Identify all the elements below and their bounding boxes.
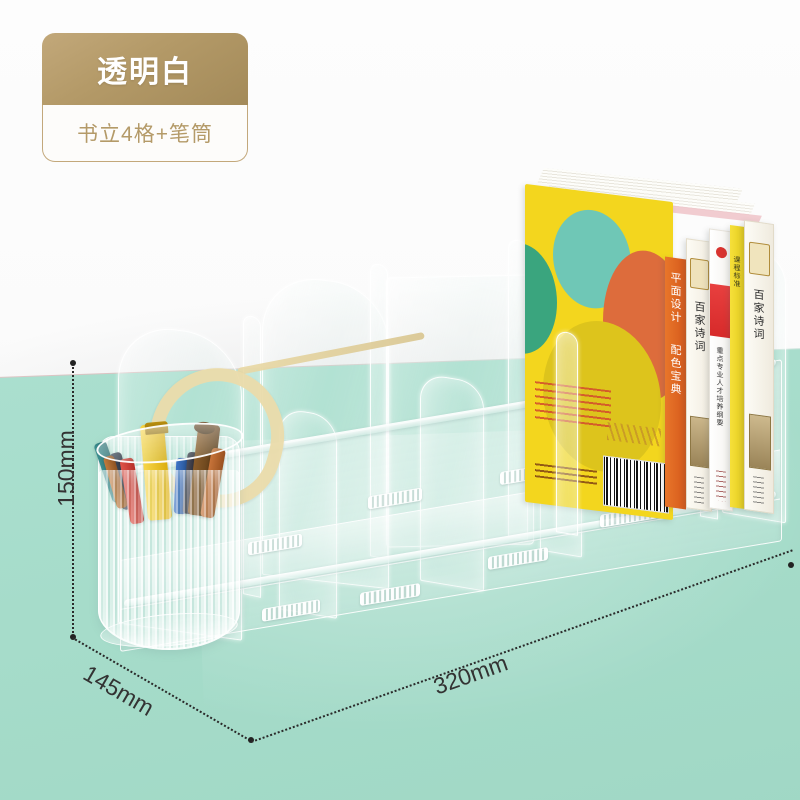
dimension-line-height bbox=[72, 363, 74, 637]
spine-publisher-2 bbox=[753, 476, 764, 506]
book-spine-title-1-line1: 平面设计 bbox=[669, 271, 681, 325]
book-spine-yellow-thin: 课程标准 bbox=[730, 224, 745, 510]
book-spine-title-5: 百家诗词 bbox=[752, 288, 764, 342]
dimension-label-height: 150mm bbox=[52, 430, 79, 507]
book-spine-title-4: 课程标准 bbox=[733, 255, 740, 289]
book-spine-graphic-design: 平面设计 配色宝典 bbox=[665, 256, 686, 510]
variant-spec-label: 书立4格+笔筒 bbox=[77, 123, 213, 146]
variant-badge[interactable]: 透明白 书立4格+笔筒 bbox=[42, 33, 248, 162]
spine-red-block bbox=[710, 283, 732, 339]
spine-red-seal bbox=[716, 246, 727, 259]
variant-badge-color-name: 透明白 bbox=[42, 33, 248, 105]
dimension-dot-depth-end bbox=[248, 737, 254, 743]
book-spine-title-3: 重点专业人才培养纲要 bbox=[716, 346, 723, 428]
spine-illustration-2 bbox=[749, 413, 771, 471]
front-book-support-panel bbox=[556, 330, 578, 536]
dimension-dot-height-top bbox=[70, 360, 76, 366]
spine-publisher-3 bbox=[716, 470, 726, 502]
book-spine-poetry-2: 百家诗词 bbox=[744, 219, 774, 515]
spine-ornament-1 bbox=[690, 257, 709, 291]
dimension-dot-width-end bbox=[788, 562, 794, 568]
spine-publisher-1 bbox=[694, 476, 704, 504]
color-name-label: 透明白 bbox=[97, 56, 193, 89]
book-spine-title-1-line2: 配色宝典 bbox=[669, 343, 681, 397]
cover-barcode bbox=[603, 455, 669, 514]
variant-badge-spec: 书立4格+笔筒 bbox=[42, 105, 248, 162]
book-cover-graphic-design bbox=[525, 183, 673, 521]
spine-illustration-1 bbox=[690, 415, 710, 469]
book-spine-title-2: 百家诗词 bbox=[693, 300, 705, 354]
spine-ornament-2 bbox=[749, 241, 770, 277]
dimension-dot-height-bottom bbox=[70, 634, 76, 640]
